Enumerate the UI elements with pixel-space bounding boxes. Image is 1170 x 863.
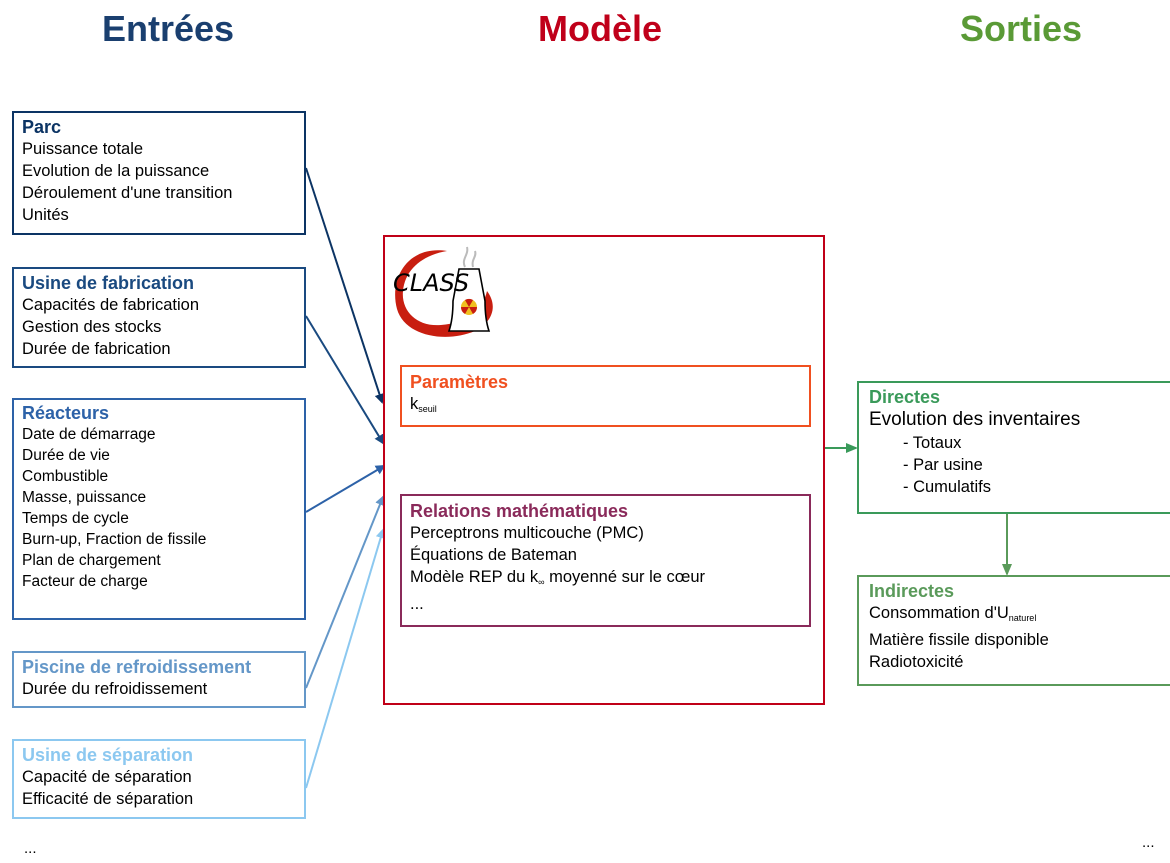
reacteurs-line: Plan de chargement bbox=[22, 552, 161, 569]
input-box-parc: Parc Puissance totale Evolution de la pu… bbox=[12, 111, 306, 235]
outputs-header: Sorties bbox=[960, 8, 1083, 49]
reacteurs-line: Facteur de charge bbox=[22, 573, 148, 590]
parc-line: Puissance totale bbox=[22, 140, 144, 158]
reacteurs-line: Burn-up, Fraction de fissile bbox=[22, 531, 207, 548]
arrow-parc bbox=[305, 167, 385, 404]
reacteurs-line: Date de démarrage bbox=[22, 426, 156, 443]
logo-steam bbox=[462, 246, 477, 268]
directes-line: Evolution des inventaires bbox=[869, 409, 1081, 430]
input-box-usine-fabrication: Usine de fabrication Capacités de fabric… bbox=[12, 267, 306, 368]
reacteurs-title: Réacteurs bbox=[22, 403, 110, 423]
directes-item: - Cumulatifs bbox=[903, 478, 992, 496]
relations-line3-b: moyenné sur le cœur bbox=[544, 568, 706, 586]
relations-line3-a: Modèle REP du k bbox=[410, 568, 539, 586]
k-seuil-subscript: seuil bbox=[418, 404, 437, 414]
radiation-icon-blades bbox=[460, 298, 478, 314]
arrow-piscine bbox=[305, 495, 385, 689]
usine-separation-title: Usine de séparation bbox=[22, 745, 194, 765]
piscine-line: Durée du refroidissement bbox=[22, 680, 208, 698]
relations-line: Équations de Bateman bbox=[410, 546, 577, 564]
k-seuil-base: k bbox=[410, 395, 419, 413]
arrow-usine-fabrication bbox=[305, 315, 385, 445]
parc-title: Parc bbox=[22, 117, 62, 137]
input-box-reacteurs: Réacteurs Date de démarrage Durée de vie… bbox=[12, 398, 306, 620]
parc-line: Unités bbox=[22, 206, 69, 224]
indirectes-title: Indirectes bbox=[869, 581, 955, 601]
relations-box: Relations mathématiques Perceptrons mult… bbox=[400, 494, 811, 627]
usine-fabrication-title: Usine de fabrication bbox=[22, 273, 195, 293]
input-box-piscine: Piscine de refroidissement Durée du refr… bbox=[12, 651, 306, 708]
indirectes-line: Radiotoxicité bbox=[869, 653, 964, 671]
usine-fabrication-line: Gestion des stocks bbox=[22, 318, 162, 336]
indirectes-line: Consommation d'Unaturel bbox=[869, 602, 1160, 629]
reacteurs-line: Temps de cycle bbox=[22, 510, 129, 527]
directes-item: - Par usine bbox=[903, 456, 983, 474]
piscine-title: Piscine de refroidissement bbox=[22, 657, 252, 677]
directes-item: - Totaux bbox=[903, 434, 962, 452]
logo-text: CLASS bbox=[393, 269, 469, 297]
k-seuil: kseuil bbox=[410, 393, 801, 420]
parc-line: Evolution de la puissance bbox=[22, 162, 210, 180]
inputs-header: Entrées bbox=[102, 8, 235, 49]
parametres-title: Paramètres bbox=[410, 372, 509, 392]
usine-fabrication-line: Durée de fabrication bbox=[22, 340, 171, 358]
u-naturel-subscript: naturel bbox=[1008, 613, 1037, 623]
usine-separation-line: Capacité de séparation bbox=[22, 768, 192, 786]
reacteurs-line: Durée de vie bbox=[22, 447, 110, 464]
usine-separation-line: Efficacité de séparation bbox=[22, 790, 194, 808]
output-box-indirectes: Indirectes Consommation d'Unaturel Matiè… bbox=[857, 575, 1170, 686]
model-header: Modèle bbox=[538, 8, 663, 49]
usine-fabrication-line: Capacités de fabrication bbox=[22, 296, 200, 314]
model-box: CLASS Paramètres kseuil Relations mathém… bbox=[383, 235, 825, 705]
output-box-directes: Directes Evolution des inventaires - Tot… bbox=[857, 381, 1170, 514]
indirectes-line1-a: Consommation d'U bbox=[869, 604, 1009, 622]
inputs-more-ellipsis: ... bbox=[24, 840, 37, 857]
relations-line: Modèle REP du k∞ moyenné sur le cœur bbox=[410, 566, 801, 593]
relations-title: Relations mathématiques bbox=[410, 501, 629, 521]
reacteurs-line: Masse, puissance bbox=[22, 489, 147, 506]
reacteurs-line: Combustible bbox=[22, 468, 109, 485]
relations-line: ... bbox=[410, 595, 424, 613]
outputs-more-ellipsis: ... bbox=[1142, 834, 1155, 851]
parametres-box: Paramètres kseuil bbox=[400, 365, 811, 427]
arrow-reacteurs bbox=[305, 464, 386, 513]
relations-line: Perceptrons multicouche (PMC) bbox=[410, 524, 644, 542]
parc-line: Déroulement d'une transition bbox=[22, 184, 233, 202]
directes-title: Directes bbox=[869, 387, 941, 407]
class-logo: CLASS bbox=[393, 246, 493, 337]
input-box-usine-separation: Usine de séparation Capacité de séparati… bbox=[12, 739, 306, 819]
indirectes-line: Matière fissile disponible bbox=[869, 631, 1049, 649]
k-infinity-subscript: ∞ bbox=[538, 577, 545, 587]
arrow-usine-separation bbox=[305, 528, 386, 789]
